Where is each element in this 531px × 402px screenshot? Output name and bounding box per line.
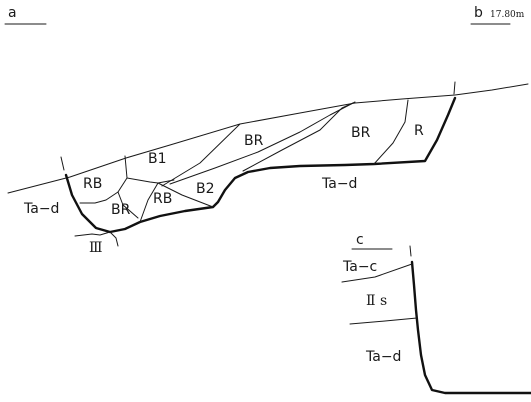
elevation-label: 17.80m [490, 10, 525, 20]
boundary-rb-lower-left [139, 182, 159, 223]
boundary-rb-lower-right [157, 182, 214, 208]
panel-b-label: b [474, 5, 483, 21]
layer-ta-d-c: Ta−d [365, 349, 401, 365]
panel-a-label: a [8, 5, 17, 21]
ground-surface-line [7, 83, 529, 194]
section-c-edge-marker [409, 245, 412, 257]
layer-ta-d-base: Ta−d [321, 176, 357, 192]
layer-rb-left: RB [83, 176, 102, 192]
section-c-boundary-upper [341, 263, 413, 283]
boundary-br-diagonal [169, 101, 356, 185]
pit-outline [64, 96, 457, 234]
boundary-br-mid [242, 102, 354, 172]
boundary-iii-lower [74, 231, 111, 237]
layer-rb-lower: RB [153, 191, 172, 207]
layer-ii-s: Ⅱ s [366, 293, 387, 309]
pit-edge-marker-right [453, 81, 456, 95]
section-c-wall [410, 260, 531, 395]
section-c-boundary-lower [349, 317, 418, 325]
layer-br-lower: BR [111, 202, 131, 218]
layer-br-mid: BR [244, 133, 264, 149]
layer-br-right: BR [351, 125, 371, 141]
panel-c-label: c [356, 232, 364, 248]
boundary-iii-curve [109, 231, 119, 247]
layer-b2: B2 [196, 181, 215, 197]
layer-ta-d-left: Ta−d [23, 201, 59, 217]
layer-ta-c: Ta−c [342, 259, 377, 275]
layer-b1: B1 [148, 151, 167, 167]
boundary-rb-br-lower [117, 191, 139, 219]
layer-boundaries [74, 99, 409, 247]
layer-r: R [414, 123, 424, 139]
boundary-r [373, 99, 409, 165]
boundary-b1-base [126, 177, 175, 184]
pit-edge-marker-left [60, 156, 65, 171]
boundary-b2-top [161, 123, 241, 187]
layer-iii: Ⅲ [89, 240, 103, 256]
boundary-rb-upper [79, 155, 128, 204]
